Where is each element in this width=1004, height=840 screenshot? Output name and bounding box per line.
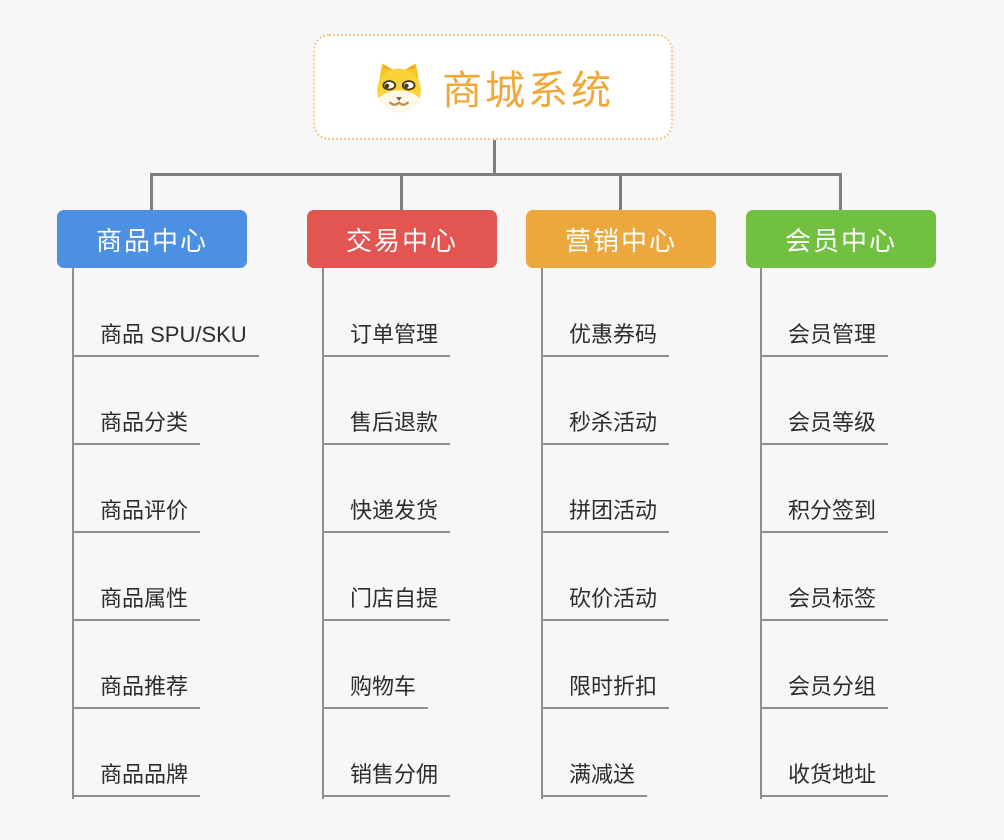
leaf-node[interactable]: 会员标签 (760, 581, 889, 621)
connector-horizontal-bus (150, 173, 842, 176)
leaf-node[interactable]: 砍价活动 (541, 581, 670, 621)
spine-products (72, 268, 74, 799)
connector-drop-members (839, 175, 842, 210)
leaf-node[interactable]: 商品评价 (72, 493, 201, 533)
root-node-label: 商城系统 (442, 69, 614, 113)
branch-node-products[interactable]: 商品中心 (57, 210, 247, 268)
leaf-node[interactable]: 购物车 (322, 669, 429, 709)
leaf-node[interactable]: 会员分组 (760, 669, 889, 709)
leaf-node[interactable]: 积分签到 (760, 493, 889, 533)
leaf-node[interactable]: 商品属性 (72, 581, 201, 621)
connector-drop-products (150, 175, 153, 210)
leaf-node[interactable]: 拼团活动 (541, 493, 670, 533)
dog-face-icon (372, 60, 426, 114)
root-node[interactable]: 商城系统 (313, 34, 673, 140)
leaf-node[interactable]: 会员管理 (760, 317, 889, 357)
spine-marketing (541, 268, 543, 799)
branch-node-members[interactable]: 会员中心 (746, 210, 936, 268)
leaf-node[interactable]: 商品推荐 (72, 669, 201, 709)
branch-node-marketing[interactable]: 营销中心 (526, 210, 716, 268)
branch-node-trade[interactable]: 交易中心 (307, 210, 497, 268)
leaf-node[interactable]: 销售分佣 (322, 757, 451, 797)
leaf-node[interactable]: 订单管理 (322, 317, 451, 357)
leaf-node[interactable]: 收货地址 (760, 757, 889, 797)
spine-trade (322, 268, 324, 799)
leaf-node[interactable]: 商品品牌 (72, 757, 201, 797)
leaf-node[interactable]: 满减送 (541, 757, 648, 797)
spine-members (760, 268, 762, 799)
leaf-node[interactable]: 商品 SPU/SKU (72, 317, 259, 357)
leaf-node[interactable]: 售后退款 (322, 405, 451, 445)
leaf-node[interactable]: 限时折扣 (541, 669, 670, 709)
leaf-node[interactable]: 会员等级 (760, 405, 889, 445)
leaf-node[interactable]: 快递发货 (322, 493, 451, 533)
leaf-node[interactable]: 门店自提 (322, 581, 451, 621)
leaf-node[interactable]: 商品分类 (72, 405, 201, 445)
connector-root-stub (493, 140, 496, 174)
leaf-node[interactable]: 秒杀活动 (541, 405, 670, 445)
connector-drop-marketing (619, 175, 622, 210)
leaf-node[interactable]: 优惠券码 (541, 317, 670, 357)
connector-drop-trade (400, 175, 403, 210)
